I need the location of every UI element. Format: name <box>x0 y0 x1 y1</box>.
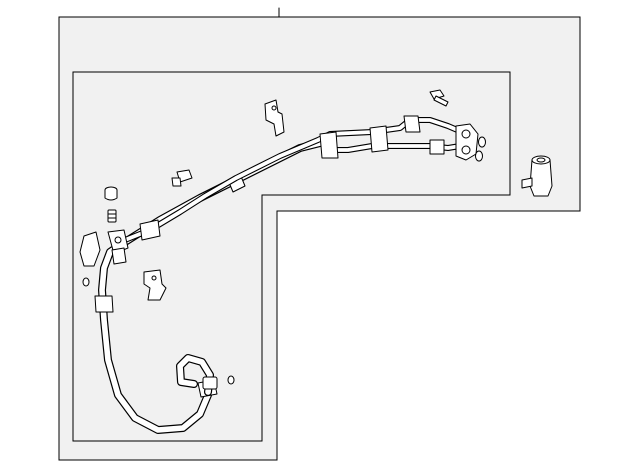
bolt <box>171 169 193 187</box>
u-bend-fitting <box>176 354 218 396</box>
hose-crimp <box>94 295 114 313</box>
bolt <box>429 89 449 107</box>
inner-assembly-panel <box>72 71 511 442</box>
service-cap <box>104 186 118 201</box>
u-bend-nut <box>202 376 218 390</box>
line-coupling <box>369 125 389 153</box>
o-ring <box>478 136 486 148</box>
line-coupling <box>319 131 339 159</box>
line-coupling <box>429 139 445 155</box>
pressure-switch <box>521 155 553 197</box>
charge-valve <box>107 209 117 223</box>
hose-junction <box>79 219 161 267</box>
liquid-line <box>117 115 465 245</box>
mounting-bracket <box>143 269 167 301</box>
o-ring <box>227 375 235 385</box>
o-ring <box>82 277 90 287</box>
mounting-bracket <box>264 99 285 137</box>
manifold-block <box>455 123 479 161</box>
o-ring <box>475 150 483 162</box>
line-coupling <box>403 115 421 133</box>
